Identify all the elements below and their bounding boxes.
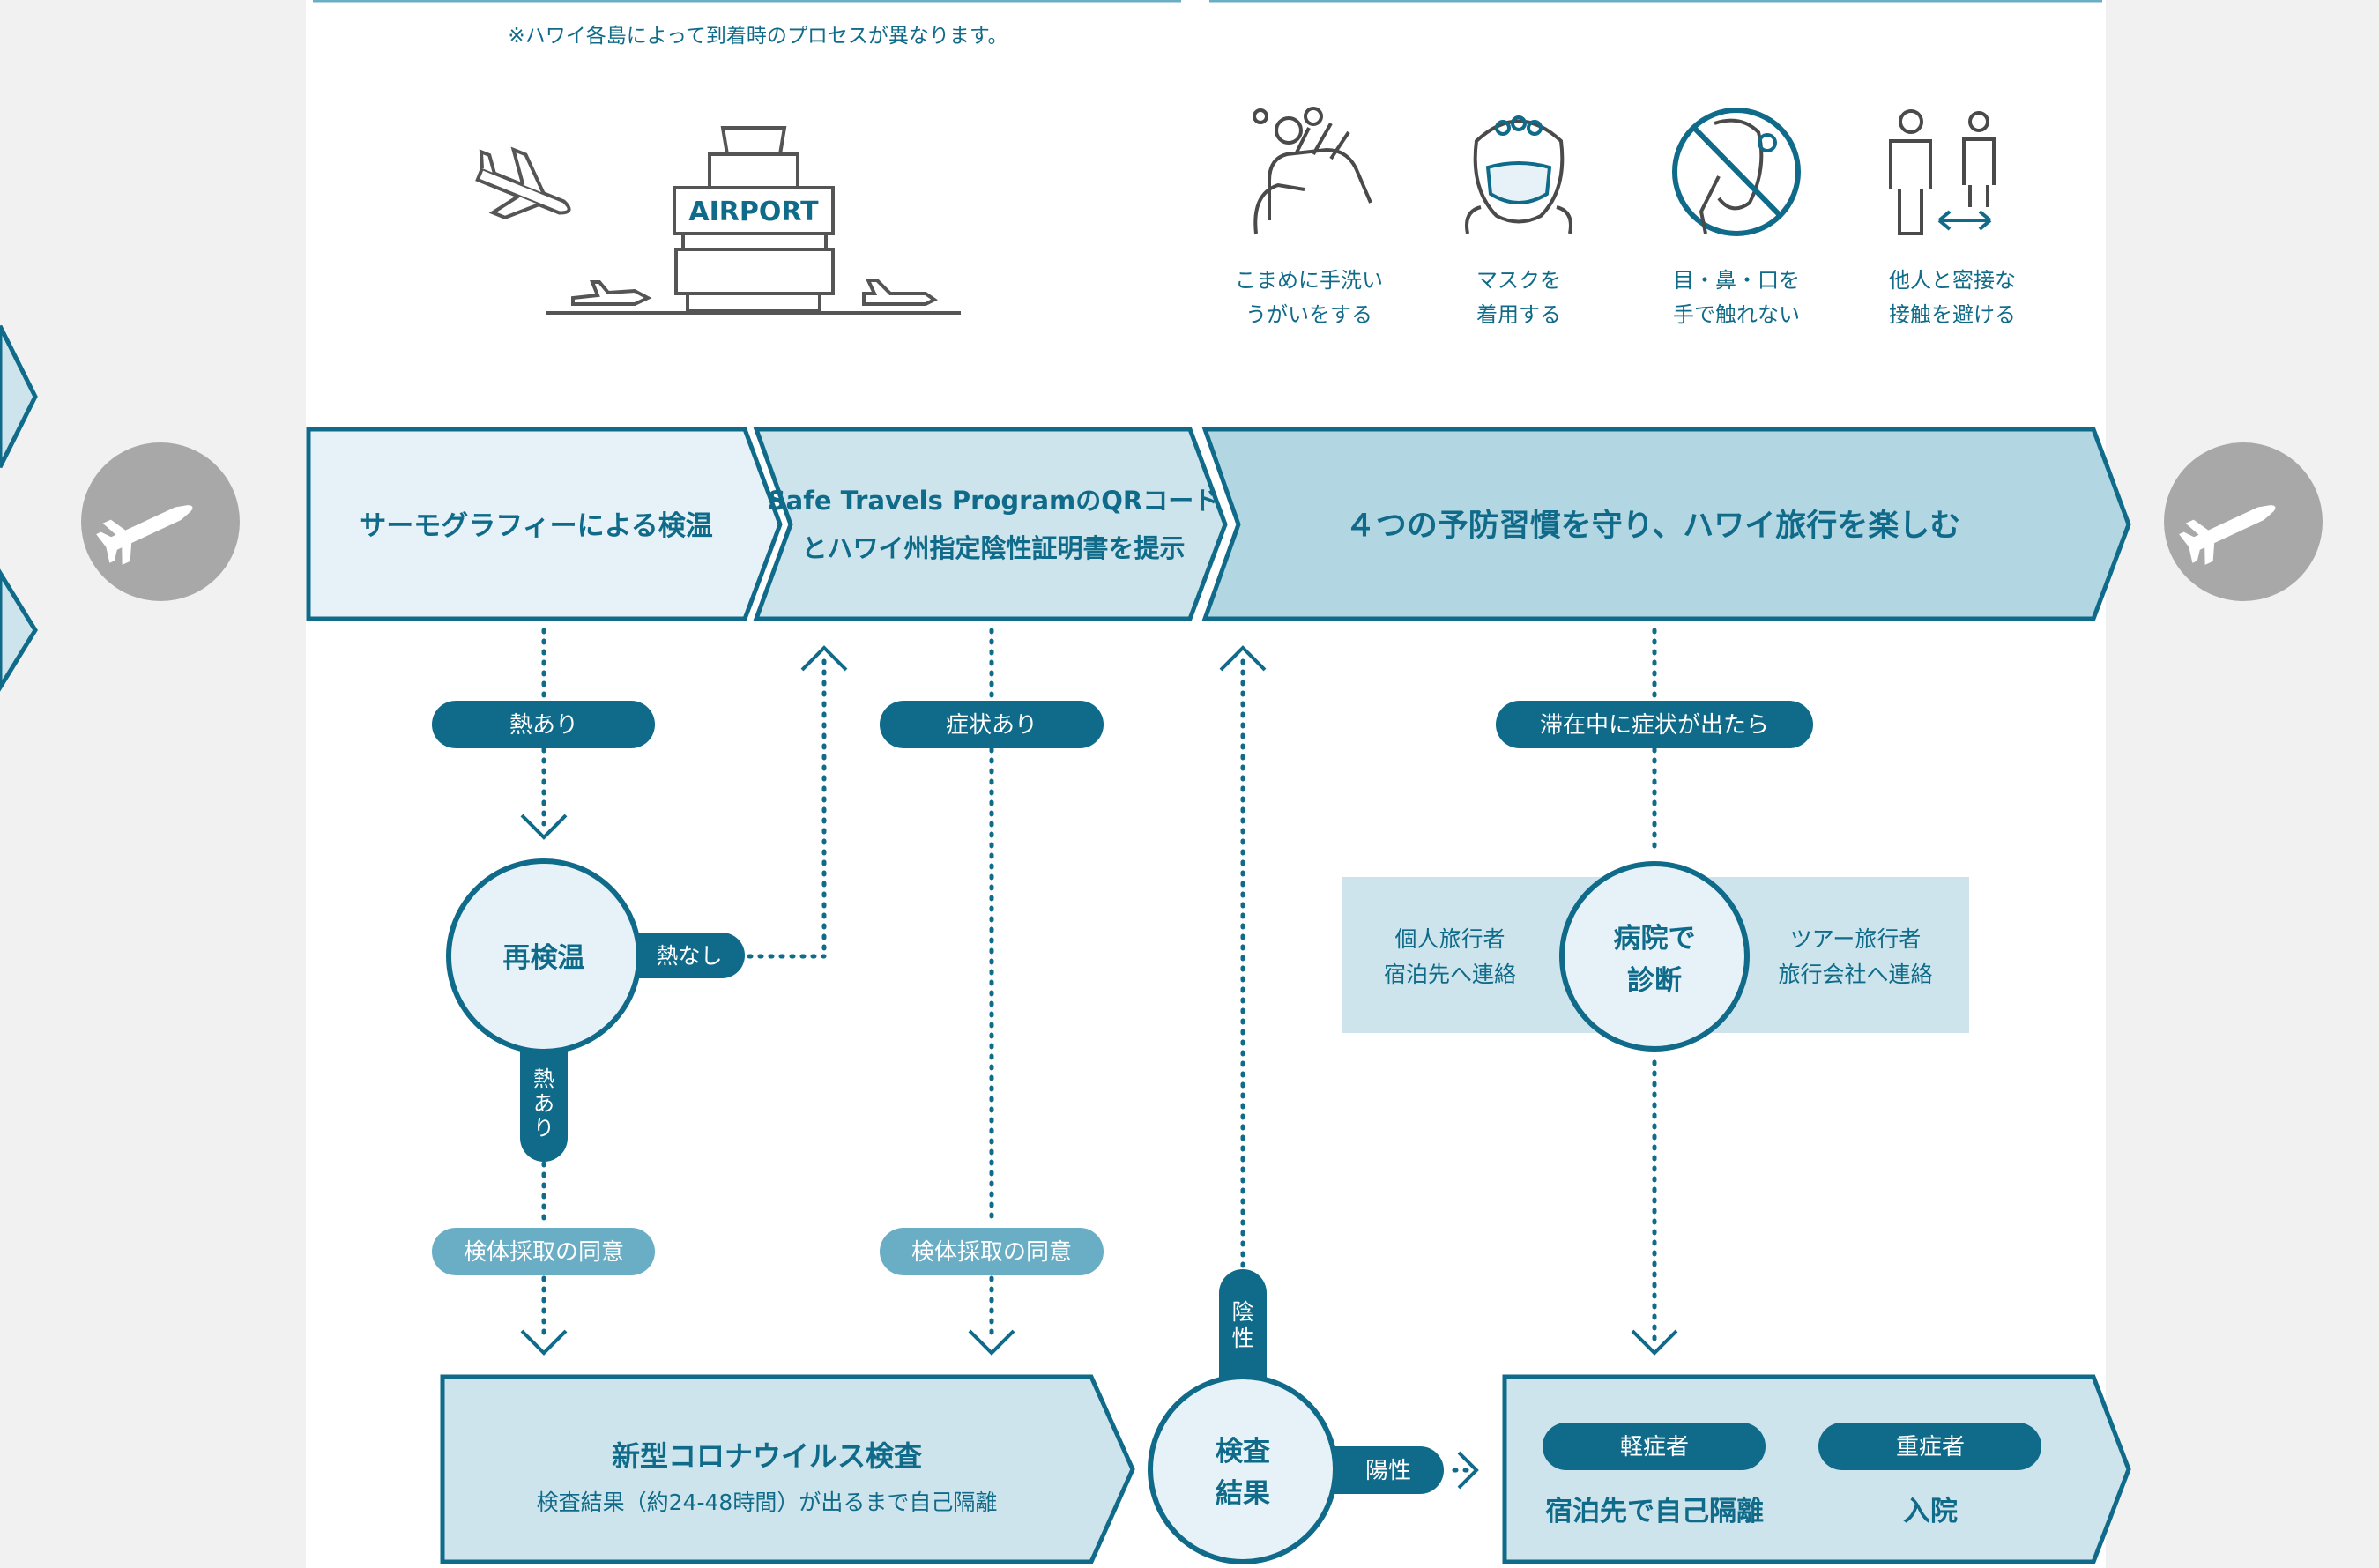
stay-symptoms-badge: 滞在中に症状が出たら [1496, 701, 1813, 748]
hand-wash-icon [1253, 107, 1372, 234]
covid-test-title: 新型コロナウイルス検査 [612, 1439, 922, 1473]
no-fever-badge-label: 熱なし [656, 943, 722, 969]
symptoms-badge-label: 症状あり [946, 712, 1037, 739]
habit-label-4b: 接触を避ける [1889, 302, 2016, 327]
hospital-label-2: 診断 [1627, 965, 1682, 997]
step-enjoy-label: ４つの予防習慣を守り、ハワイ旅行を楽しむ [1345, 509, 1961, 544]
dotted-connectors [541, 628, 1657, 1473]
mild-badge-label: 軽症者 [1620, 1434, 1689, 1460]
arrival-plane-icon [81, 442, 240, 601]
fever-badge: 熱あり [432, 701, 655, 748]
covid-test-subtitle: 検査結果（約24-48時間）が出るまで自己隔離 [537, 1490, 998, 1515]
recheck-label: 再検温 [503, 942, 585, 974]
main-panel [306, 0, 2106, 1568]
mild-action: 宿泊先で自己隔離 [1545, 1496, 1764, 1527]
stay-symptoms-badge-label: 滞在中に症状が出たら [1540, 712, 1769, 739]
individual-traveler-line1: 個人旅行者 [1394, 926, 1505, 952]
habit-label-2: マスクを [1476, 268, 1561, 293]
habit-label-3b: 手で触れない [1673, 302, 1800, 327]
outcome-step: 軽症者 重症者 宿泊先で自己隔離 入院 [1502, 1374, 2131, 1564]
consent-badge-1-label: 検体採取の同意 [464, 1239, 624, 1266]
step-qr-code: Safe Travels ProgramのQRコード とハワイ州指定陰性証明書を… [753, 427, 1228, 621]
hospital-block: 個人旅行者 宿泊先へ連絡 ツアー旅行者 旅行会社へ連絡 病院で 診断 [1342, 861, 1969, 1052]
fever-vertical-1: 熱 [533, 1066, 554, 1091]
consent-badge-2-label: 検体採取の同意 [911, 1239, 1072, 1266]
tour-traveler-line2: 旅行会社へ連絡 [1778, 962, 1932, 987]
consent-badge-2: 検体採取の同意 [880, 1228, 1104, 1275]
habit-label-4: 他人と密接な [1889, 268, 2016, 293]
airport-illustration [475, 126, 961, 315]
severe-badge [1818, 1423, 2041, 1470]
test-result-node: 陰 性 陽性 検査 結果 [1148, 1269, 1444, 1564]
negative-label-2: 性 [1231, 1326, 1253, 1351]
severe-action: 入院 [1903, 1496, 1958, 1527]
fever-vertical-2: あ [533, 1091, 554, 1116]
negative-label-1: 陰 [1231, 1299, 1253, 1325]
tour-traveler-line1: ツアー旅行者 [1790, 926, 1922, 952]
test-result-label-2: 結果 [1216, 1478, 1270, 1510]
left-edge-chevrons [0, 324, 38, 692]
departure-plane-icon [2164, 442, 2323, 601]
no-face-touch-icon [1672, 108, 1801, 236]
step-thermography-label: サーモグラフィーによる検温 [359, 510, 712, 542]
island-note: ※ハワイ各島によって到着時のプロセスが異なります。 [508, 25, 1007, 48]
habit-label-3: 目・鼻・口を [1673, 268, 1800, 293]
fever-vertical-3: り [533, 1116, 554, 1141]
mask-icon [1465, 115, 1572, 234]
recheck-node: 熱なし 熱 あ り 再検温 [446, 858, 745, 1162]
step-qr-label-2: とハワイ州指定陰性証明書を提示 [801, 533, 1185, 563]
arrowheads [520, 645, 1678, 1490]
consent-badge-1: 検体採取の同意 [432, 1228, 655, 1275]
hospital-label-1: 病院で [1614, 923, 1696, 955]
mild-badge [1543, 1423, 1766, 1470]
severe-badge-label: 重症者 [1896, 1434, 1965, 1460]
test-result-label-1: 検査 [1216, 1436, 1270, 1468]
habit-label-1: こまめに手洗い [1235, 268, 1383, 293]
social-distance-icon [1889, 109, 1996, 235]
positive-label: 陽性 [1365, 1458, 1411, 1484]
fever-badge-label: 熱あり [509, 712, 578, 739]
step-qr-label-1: Safe Travels ProgramのQRコード [768, 486, 1220, 516]
symptoms-badge: 症状あり [880, 701, 1104, 748]
individual-traveler-line2: 宿泊先へ連絡 [1384, 962, 1516, 987]
step-enjoy-hawaii: ４つの予防習慣を守り、ハワイ旅行を楽しむ [1201, 427, 2131, 621]
habit-label-1b: うがいをする [1245, 302, 1372, 327]
habit-label-2b: 着用する [1476, 302, 1561, 327]
covid-test-step: 新型コロナウイルス検査 検査結果（約24-48時間）が出るまで自己隔離 [440, 1374, 1135, 1564]
airport-sign: AIRPORT [688, 197, 819, 227]
step-thermography: サーモグラフィーによる検温 [306, 427, 783, 621]
